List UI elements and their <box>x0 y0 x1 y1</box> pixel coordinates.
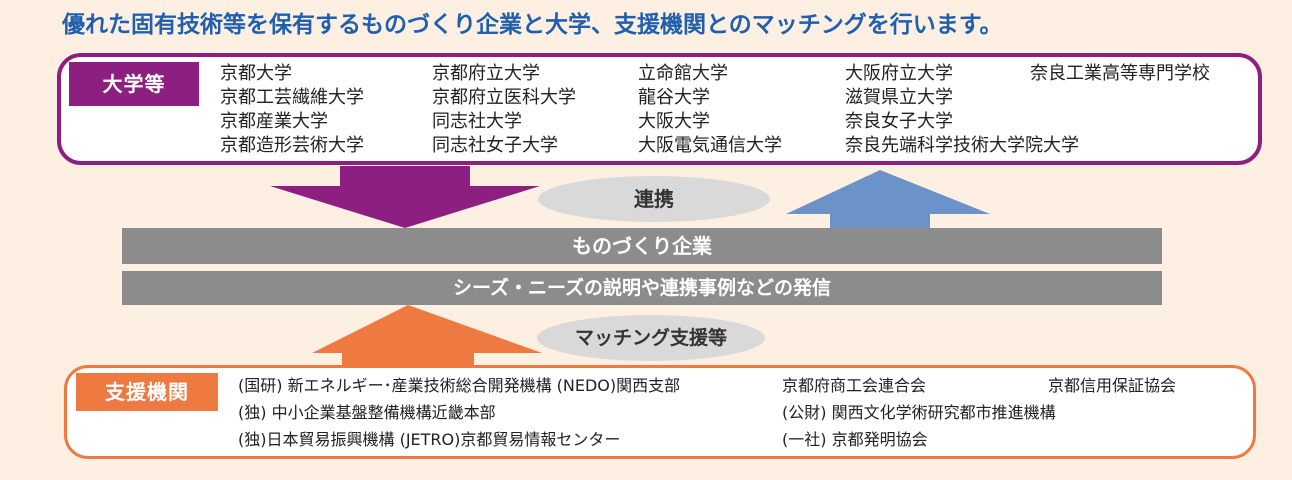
headline: 優れた固有技術等を保有するものづくり企業と大学、支援機関とのマッチングを行います… <box>62 12 1003 38</box>
renkei-label: 連携 <box>538 176 770 222</box>
university-item: 大阪電気通信大学 <box>638 135 782 156</box>
university-item: 滋賀県立大学 <box>845 87 953 108</box>
support-item: (国研) 新エネルギー･産業技術総合開発機構 (NEDO)関西支部 <box>238 376 681 395</box>
support-item: (一社) 京都発明協会 <box>782 430 928 449</box>
university-item: 京都府立医科大学 <box>432 87 576 108</box>
support-item: (独) 中小企業基盤整備機構近畿本部 <box>238 403 496 422</box>
university-item: 奈良先端科学技術大学院大学 <box>845 135 1079 156</box>
university-item: 京都工芸繊維大学 <box>220 87 364 108</box>
university-column-4: 大阪府立大学 滋賀県立大学 奈良女子大学 奈良先端科学技術大学院大学 <box>845 62 1079 158</box>
support-item: (公財) 関西文化学術研究都市推進機構 <box>782 403 1056 422</box>
university-column-2: 京都府立大学 京都府立医科大学 同志社大学 同志社女子大学 <box>432 62 576 158</box>
university-item: 大阪大学 <box>638 111 710 132</box>
support-item: 京都信用保証協会 <box>1048 376 1177 395</box>
university-column-1: 京都大学 京都工芸繊維大学 京都産業大学 京都造形芸術大学 <box>220 62 364 158</box>
support-up-arrow <box>312 305 542 366</box>
university-item: 京都大学 <box>220 63 292 84</box>
communication-bar: シーズ・ニーズの説明や連携事例などの発信 <box>122 271 1162 305</box>
university-item: 奈良女子大学 <box>845 111 953 132</box>
support-column-3: 京都信用保証協会 <box>1048 372 1176 399</box>
down-arrow <box>270 166 540 228</box>
support-panel <box>64 365 1256 459</box>
university-item: 同志社大学 <box>432 111 522 132</box>
university-item: 立命館大学 <box>638 63 728 84</box>
up-arrow <box>786 170 990 228</box>
university-item: 京都府立大学 <box>432 63 540 84</box>
support-tag: 支援機関 <box>76 373 218 411</box>
companies-bar: ものづくり企業 <box>122 228 1162 264</box>
university-item: 同志社女子大学 <box>432 135 558 156</box>
universities-tag: 大学等 <box>69 62 199 106</box>
university-item: 京都造形芸術大学 <box>220 135 364 156</box>
university-item: 龍谷大学 <box>638 87 710 108</box>
universities-panel <box>57 53 1262 165</box>
support-item: 京都府商工会連合会 <box>782 376 927 395</box>
university-item: 大阪府立大学 <box>845 63 953 84</box>
university-item: 京都産業大学 <box>220 111 328 132</box>
university-column-3: 立命館大学 龍谷大学 大阪大学 大阪電気通信大学 <box>638 62 782 158</box>
support-item: (独)日本貿易振興機構 (JETRO)京都貿易情報センター <box>238 430 621 449</box>
support-column-1: (国研) 新エネルギー･産業技術総合開発機構 (NEDO)関西支部 (独) 中小… <box>238 372 680 453</box>
matching-label: マッチング支援等 <box>537 315 765 361</box>
university-item: 奈良工業高等専門学校 <box>1030 63 1210 84</box>
university-column-5: 奈良工業高等専門学校 <box>1030 62 1210 86</box>
support-column-2: 京都府商工会連合会 (公財) 関西文化学術研究都市推進機構 (一社) 京都発明協… <box>782 372 1056 453</box>
